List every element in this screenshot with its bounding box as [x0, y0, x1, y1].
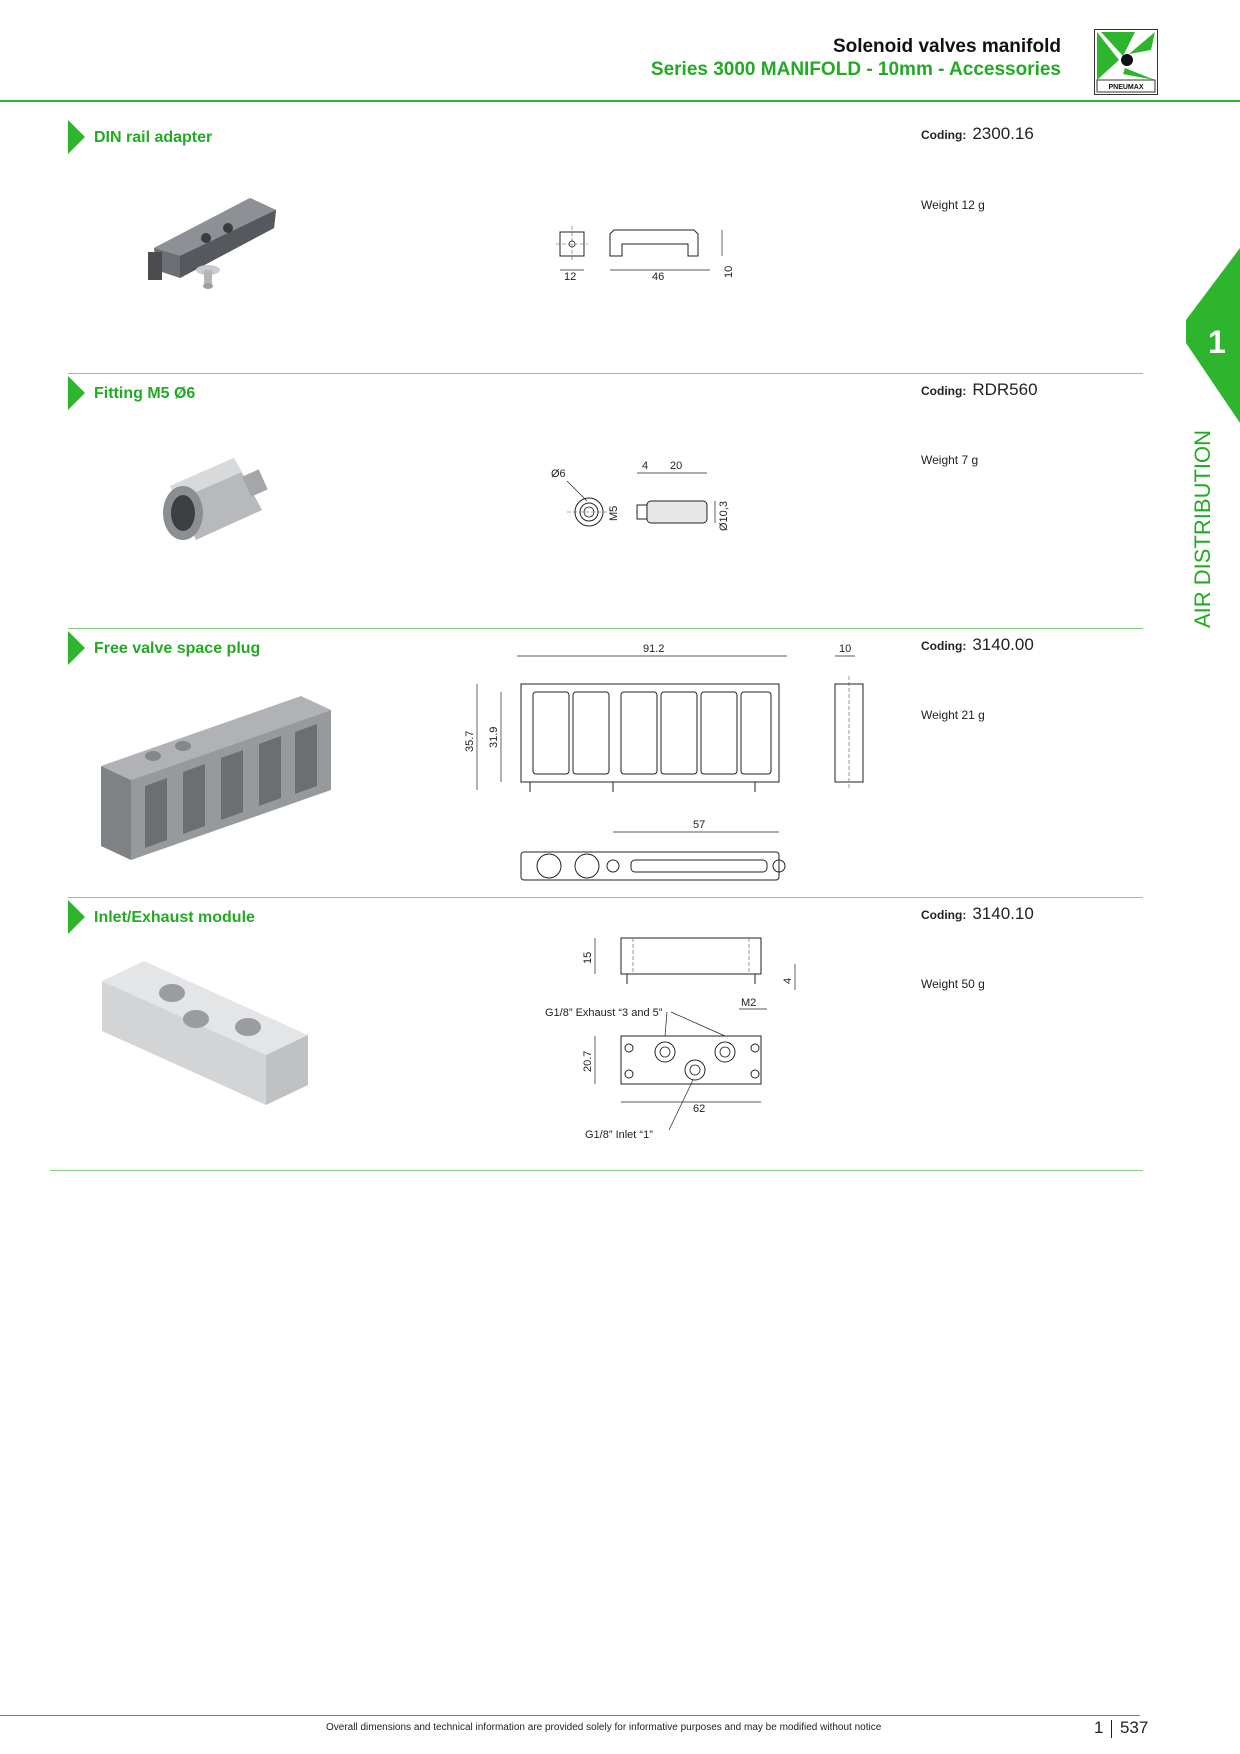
dim-label: 57 — [693, 819, 705, 831]
weight-label: Weight 12 g — [921, 198, 985, 212]
footer-divider — [0, 1715, 1140, 1716]
section-divider — [50, 1170, 1143, 1171]
inlet-exhaust-module-drawing: 15 4 M2 G1/8” Exhaust “3 and 5” 20.7 62 … — [535, 930, 815, 1155]
dim-label: G1/8” Inlet “1” — [585, 1129, 653, 1141]
side-tab-number: 1 — [1208, 324, 1226, 360]
dim-label: Ø10,3 — [718, 501, 730, 531]
section-title: Inlet/Exhaust module — [94, 909, 255, 926]
page-number: 1 537 — [1094, 1718, 1148, 1738]
dim-label: 91.2 — [643, 643, 664, 655]
dim-label: 20.7 — [582, 1051, 594, 1072]
section-title: DIN rail adapter — [94, 129, 213, 146]
dim-label: 4 — [782, 978, 794, 984]
section-marker-icon — [68, 120, 85, 154]
coding-value: 3140.10 — [972, 904, 1034, 923]
coding-label: Coding:2300.16 — [921, 124, 1034, 143]
dim-label: 12 — [564, 271, 576, 283]
section-marker-icon — [68, 631, 85, 665]
fitting-drawing: Ø6 M5 4 20 Ø10,3 — [545, 455, 765, 550]
valve-space-plug-drawing: 91.2 35.7 31.9 10 57 — [455, 640, 875, 895]
side-tab-label: AIR DISTRIBUTION — [1190, 429, 1215, 628]
coding-label: Coding:RDR560 — [921, 380, 1038, 399]
dim-label: 10 — [723, 266, 735, 278]
section-marker-icon — [68, 376, 85, 410]
din-rail-adapter-photo — [140, 190, 290, 315]
logo-lettering: PNEUMAX — [1108, 84, 1143, 91]
inlet-exhaust-module-photo — [98, 955, 318, 1130]
section-title: Free valve space plug — [94, 640, 261, 657]
page-section: 1 — [1094, 1718, 1104, 1737]
dim-label: 20 — [670, 460, 682, 472]
section-divider — [68, 628, 1143, 629]
weight-label: Weight 7 g — [921, 453, 979, 467]
dim-label: 46 — [652, 271, 664, 283]
section-divider — [68, 373, 1143, 374]
coding-label: Coding:3140.10 — [921, 904, 1034, 923]
dim-label: G1/8” Exhaust “3 and 5” — [545, 1007, 663, 1019]
section-marker-icon — [68, 900, 85, 934]
dim-label: 35.7 — [464, 731, 476, 752]
section-title: Fitting M5 Ø6 — [94, 385, 196, 402]
page-number-value: 537 — [1119, 1718, 1149, 1737]
dim-label: 31.9 — [488, 727, 500, 748]
dim-label: M2 — [741, 997, 756, 1009]
dim-label: 4 — [642, 460, 648, 472]
dim-label: 15 — [582, 952, 594, 964]
valve-space-plug-photo — [95, 690, 335, 875]
header-subtitle: Series 3000 MANIFOLD - 10mm - Accessorie… — [650, 59, 1061, 80]
dim-label: 62 — [693, 1103, 705, 1115]
coding-value: RDR560 — [972, 380, 1038, 399]
din-rail-adapter-drawing: 12 46 10 — [552, 210, 752, 305]
dim-label: 10 — [839, 643, 851, 655]
fitting-photo — [150, 450, 280, 565]
coding-value: 3140.00 — [972, 635, 1034, 654]
dim-label: Ø6 — [551, 468, 566, 480]
footer-note: Overall dimensions and technical informa… — [326, 1722, 882, 1733]
weight-label: Weight 50 g — [921, 977, 985, 991]
header-title: Solenoid valves manifold — [832, 36, 1061, 57]
pneumax-logo: PNEUMAX — [1094, 29, 1158, 95]
weight-label: Weight 21 g — [921, 708, 985, 722]
section-divider — [68, 897, 1143, 898]
side-tab: 1 — [1186, 248, 1240, 423]
coding-label: Coding:3140.00 — [921, 635, 1034, 654]
dim-label: M5 — [608, 506, 620, 521]
header-divider — [0, 100, 1240, 102]
coding-value: 2300.16 — [972, 124, 1034, 143]
